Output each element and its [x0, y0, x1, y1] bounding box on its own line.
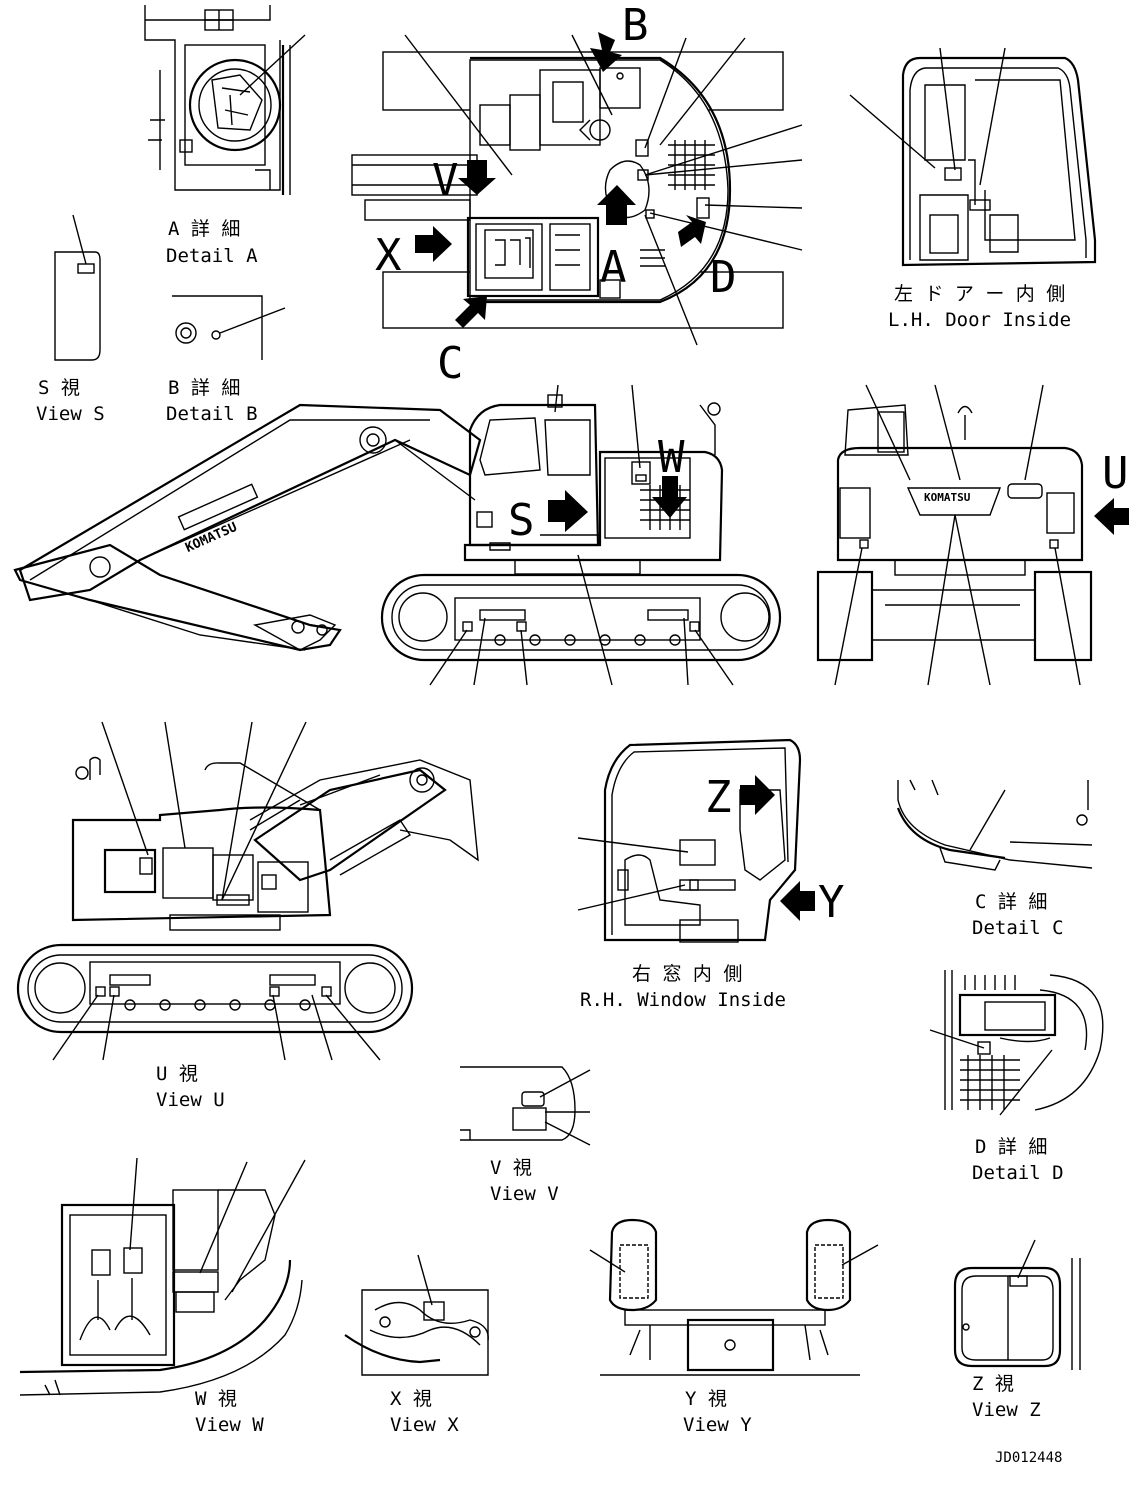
arrow-b — [590, 32, 622, 72]
label-b: B — [622, 0, 649, 51]
view-s-caption-en: View S — [36, 403, 105, 425]
view-v-caption-en: View V — [490, 1183, 559, 1205]
view-z-caption-jp: Z 視 — [972, 1373, 1014, 1395]
top-plan-view — [351, 32, 803, 346]
arrow-s — [548, 490, 588, 532]
label-a: A — [600, 242, 627, 293]
view-y-drawing — [589, 1218, 879, 1376]
view-z-drawing — [953, 1239, 1081, 1370]
view-w-caption-en: View W — [195, 1414, 264, 1436]
arrow-v — [458, 160, 496, 195]
view-u-drawing — [16, 721, 479, 1061]
label-x: X — [375, 230, 402, 281]
rear-view: KOMATSU — [816, 384, 1129, 686]
view-u-caption-en: View U — [156, 1089, 225, 1111]
label-s: S — [508, 495, 535, 546]
arrow-d — [678, 215, 706, 247]
label-y: Y — [818, 877, 845, 928]
label-c: C — [437, 338, 464, 389]
view-w-drawing — [19, 1157, 306, 1396]
arrow-z — [740, 775, 775, 815]
label-d: D — [710, 252, 737, 303]
detail-d-caption-en: Detail D — [972, 1162, 1064, 1184]
view-y-caption-en: View Y — [683, 1414, 752, 1436]
view-w-caption-jp: W 視 — [195, 1388, 237, 1410]
detail-d-caption-jp: D 詳 細 — [975, 1136, 1047, 1158]
rear-brand-lettering: KOMATSU — [924, 491, 971, 504]
view-s-drawing — [54, 214, 101, 361]
detail-b-caption-en: Detail B — [166, 403, 258, 425]
detail-b-caption-jp: B 詳 細 — [168, 377, 240, 399]
rh-window-drawing — [577, 738, 815, 943]
arrow-y — [780, 881, 815, 921]
rh-window-caption-jp: 右 窓 内 側 — [632, 963, 742, 985]
detail-c-caption-en: Detail C — [972, 917, 1064, 939]
detail-c-drawing — [896, 779, 1093, 871]
lh-door-caption-jp: 左 ド ア ー 内 側 — [894, 283, 1065, 305]
arrow-c — [455, 296, 487, 328]
arrow-w — [652, 476, 687, 518]
detail-a-drawing — [144, 5, 306, 195]
view-x-caption-en: View X — [390, 1414, 459, 1436]
lh-door-drawing — [849, 47, 1097, 267]
view-z-caption-en: View Z — [972, 1399, 1041, 1421]
arrow-a — [597, 185, 636, 225]
label-u: U — [1102, 448, 1129, 499]
view-u-caption-jp: U 視 — [156, 1063, 198, 1085]
label-v: V — [432, 155, 459, 206]
detail-c-caption-jp: C 詳 細 — [975, 891, 1047, 913]
view-v-drawing — [460, 1066, 591, 1146]
detail-b-drawing — [172, 295, 286, 360]
label-z: Z — [705, 772, 732, 823]
drawing-code: JD012448 — [995, 1450, 1062, 1466]
lh-door-caption-en: L.H. Door Inside — [888, 309, 1071, 331]
view-x-caption-jp: X 視 — [390, 1388, 432, 1410]
detail-d-drawing — [929, 970, 1104, 1116]
view-s-caption-jp: S 視 — [38, 377, 80, 399]
arrow-x — [415, 226, 452, 262]
rh-window-caption-en: R.H. Window Inside — [580, 989, 786, 1011]
side-view-excavator: KOMATSU — [13, 384, 782, 686]
view-v-caption-jp: V 視 — [490, 1157, 532, 1179]
view-y-caption-jp: Y 視 — [685, 1388, 727, 1410]
label-w: W — [658, 432, 685, 483]
detail-a-caption-en: Detail A — [166, 245, 258, 267]
detail-a-caption-jp: A 詳 細 — [168, 218, 240, 240]
view-x-drawing — [344, 1254, 489, 1376]
arrow-u — [1094, 498, 1129, 535]
